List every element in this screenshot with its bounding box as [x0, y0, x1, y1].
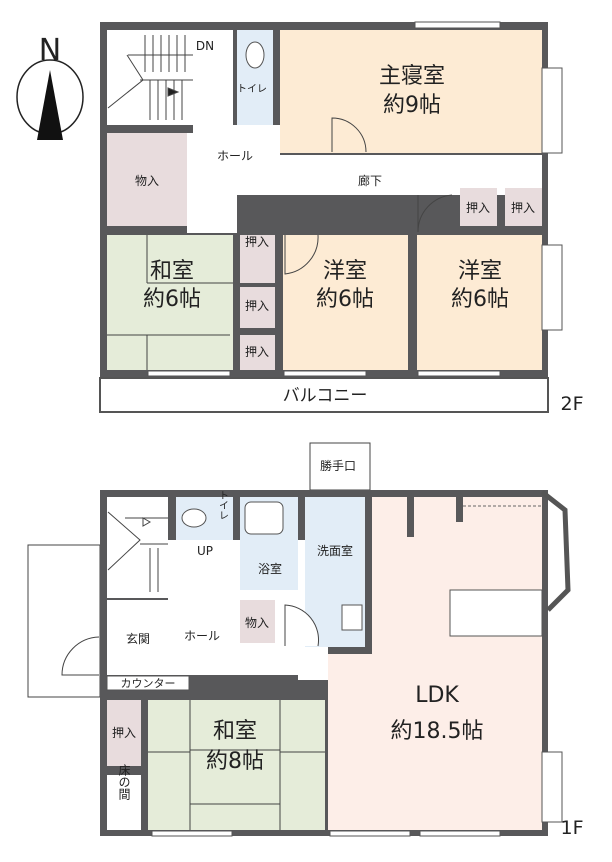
japanese-room-2f-name: 和室 [150, 259, 194, 284]
closet-2f-5-label: 押入 [245, 345, 269, 359]
tokonoma [107, 775, 141, 830]
closet-2f-2 [505, 188, 542, 226]
window [417, 370, 501, 377]
stairs-dn-label: DN [196, 39, 214, 53]
floor-2: DN トイレ ホール 廊下 主寝室 約9帖 物入 押入 押入 和室 約6帖 押入… [99, 21, 584, 415]
compass-label: N [39, 33, 61, 68]
storage-2f [107, 133, 187, 226]
master-bedroom [280, 30, 542, 153]
window [541, 751, 563, 823]
front-door[interactable] [61, 636, 100, 676]
stairs-up-label: UP [197, 544, 213, 558]
western-room-1-size: 約6帖 [316, 287, 374, 312]
closet-2f-1 [460, 188, 497, 226]
closet-1f-label: 押入 [112, 726, 136, 740]
back-door-label: 勝手口 [320, 458, 356, 473]
closet-1f [107, 700, 141, 766]
master-bedroom-size: 約9帖 [383, 93, 441, 118]
hall-1f-label: ホール [184, 629, 220, 643]
floor-1-label: 1F [560, 817, 583, 839]
window [147, 370, 231, 377]
toilet-2f-label: トイレ [237, 84, 267, 95]
storage-2f-label: 物入 [135, 174, 159, 188]
storage-1f-label: 物入 [245, 616, 269, 630]
closet-2f-5 [240, 335, 275, 370]
north-compass-icon: N [16, 33, 84, 140]
kitchen-counter [449, 589, 543, 637]
window [414, 21, 501, 29]
closet-2f-1-label: 押入 [466, 201, 490, 215]
western-room-1-name: 洋室 [323, 259, 367, 284]
door-corridor[interactable] [417, 194, 453, 233]
japanese-room-1f-size: 約8帖 [206, 749, 264, 774]
western-room-2-name: 洋室 [458, 259, 502, 284]
closet-2f-2-label: 押入 [511, 201, 535, 215]
bath-label: 浴室 [258, 561, 282, 576]
window [283, 370, 367, 377]
ldk [372, 497, 542, 830]
door-washroom[interactable] [284, 604, 319, 647]
floor-2-label: 2F [560, 393, 583, 415]
closet-2f-4 [240, 288, 275, 328]
window [541, 244, 563, 331]
window [329, 830, 411, 837]
window [151, 830, 233, 837]
toilet-1f-label: トイレ [217, 490, 229, 520]
japanese-room-2f-size: 約6帖 [143, 287, 201, 312]
porch [27, 544, 101, 698]
western-room-2 [417, 235, 542, 370]
western-room-1 [283, 235, 408, 370]
closet-2f-4-label: 押入 [245, 299, 269, 313]
window [419, 830, 501, 837]
window [541, 67, 563, 154]
washroom-label: 洗面室 [317, 543, 353, 558]
door-master-bedroom[interactable] [331, 117, 367, 153]
entrance-label: 玄関 [126, 631, 150, 646]
closet-2f-3-label: 押入 [245, 235, 269, 249]
counter-label: カウンター [121, 677, 176, 690]
japanese-room-1f-name: 和室 [213, 719, 257, 744]
tokonoma-label: 床の間 [117, 764, 131, 800]
japanese-room-1f [148, 700, 325, 830]
ldk-name: LDK [415, 683, 459, 708]
bay-window [540, 490, 571, 612]
stairs-1f [107, 497, 168, 598]
master-bedroom-name: 主寝室 [379, 64, 445, 89]
balcony [99, 377, 549, 413]
hall-2f-label: ホール [217, 149, 253, 163]
entrance [107, 600, 168, 675]
ldk-size: 約18.5帖 [391, 719, 484, 744]
floor-1: 勝手口 LDK 約18.5帖 UP ホール トイレ 浴室 洗面室 物入 玄関 [27, 442, 584, 839]
door-western-room-1[interactable] [284, 234, 319, 275]
japanese-room-2f [107, 235, 233, 370]
counter [106, 675, 190, 691]
back-door[interactable] [309, 442, 371, 491]
western-room-2-size: 約6帖 [451, 287, 509, 312]
storage-1f [240, 600, 275, 643]
corridor-label: 廊下 [358, 173, 382, 188]
balcony-label: バルコニー [283, 386, 368, 406]
